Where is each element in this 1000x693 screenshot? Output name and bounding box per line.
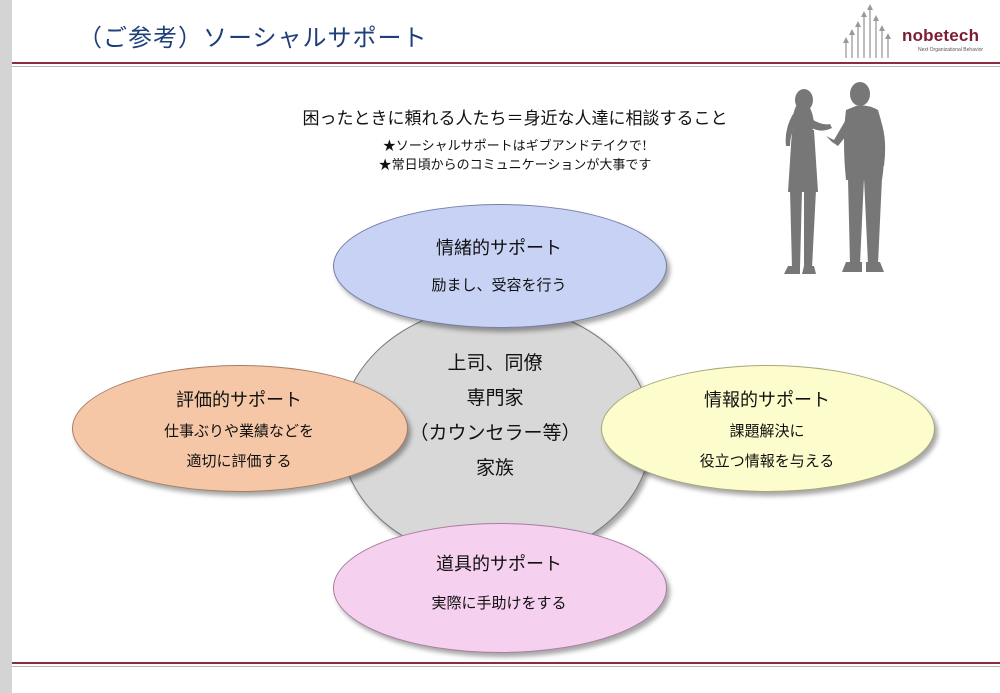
informational-support-title: 情報的サポート [704,390,830,411]
appraisal-support-line: 仕事ぶりや業績などを [163,422,314,440]
emotional-support-title: 情緒的サポート [436,238,562,259]
appraisal-support-ellipse [72,365,408,492]
center-line-specialists: 専門家 [466,387,524,409]
instrumental-support-line: 実際に手助けをする [431,594,567,612]
center-line-boss-colleagues: 上司、同僚 [447,352,543,374]
logo-tagline: Next Organizational Behavior [918,47,984,53]
slide-title: （ご参考）ソーシャルサポート [78,24,428,52]
instrumental-support-title: 道具的サポート [436,554,562,575]
informational-support-desc: 課題解決に 役立つ情報を与える [601,416,933,476]
title-divider [12,62,1000,64]
emotional-support-line: 励まし、受容を行う [431,276,567,294]
informational-support-line: 課題解決に [729,422,805,440]
note-communication: ★常日頃からのコミュニケーションが大事です [378,158,652,173]
appraisal-support-title: 評価的サポート [176,390,302,411]
footer-divider [12,662,1000,664]
title-divider-thin [12,66,1000,67]
instrumental-support-desc: 実際に手助けをする [333,588,665,618]
informational-support-line: 役立つ情報を与える [699,452,835,470]
headline: 困ったときに頼れる人たち＝身近な人達に相談すること [302,109,728,129]
footer-divider-thin [12,666,1000,667]
appraisal-support-line: 適切に評価する [186,452,292,470]
center-line-counselors: （カウンセラー等） [409,422,581,444]
emotional-support-desc: 励まし、受容を行う [333,270,665,300]
rising-bars-arrows-icon [843,4,891,58]
note-give-and-take: ★ソーシャルサポートはギブアンドテイクで! [382,139,648,154]
informational-support-ellipse [601,365,935,492]
two-people-talking-silhouette [784,82,886,274]
center-people-list: 上司、同僚 専門家 （カウンセラー等） 家族 [380,346,610,486]
appraisal-support-desc: 仕事ぶりや業績などを 適切に評価する [72,416,406,476]
center-line-family: 家族 [475,457,514,479]
logo-name: nobetech [902,26,980,45]
left-margin-bar [0,0,12,693]
instrumental-support-ellipse [333,523,667,653]
emotional-support-ellipse [333,204,667,328]
